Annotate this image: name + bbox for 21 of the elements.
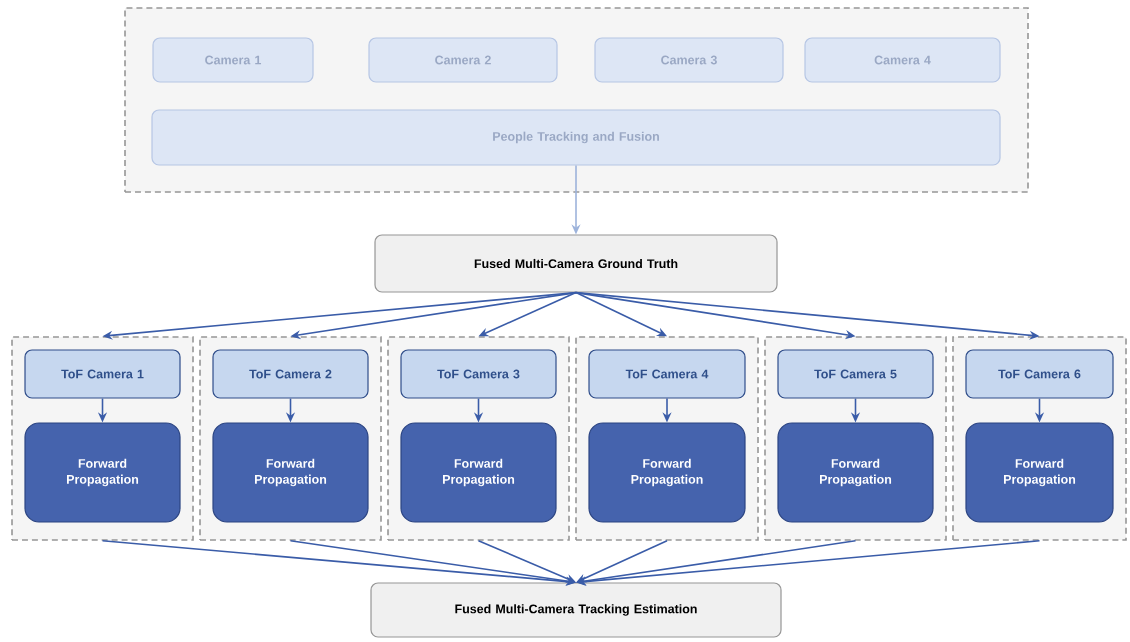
camera-box: ToF Camera 1	[24, 349, 181, 399]
process-box: Forward Propagation	[400, 422, 557, 523]
process-box: Forward Propagation	[212, 422, 369, 523]
camera-box: ToF Camera 6	[965, 349, 1114, 399]
process-box: Camera 2	[368, 37, 558, 83]
camera-box: ToF Camera 4	[588, 349, 746, 399]
process-box: Forward Propagation	[777, 422, 934, 523]
camera-box: ToF Camera 5	[777, 349, 934, 399]
camera-box: ToF Camera 2	[212, 349, 369, 399]
process-box: Forward Propagation	[24, 422, 181, 523]
arrow	[576, 540, 668, 583]
process-box: Camera 1	[152, 37, 314, 83]
process-box: Fused Multi-Camera Ground Truth	[374, 234, 778, 293]
arrow	[575, 291, 667, 337]
process-box: Camera 4	[804, 37, 1001, 83]
process-box: Fused Multi-Camera Tracking Estimation	[370, 582, 782, 638]
process-box: Camera 3	[594, 37, 784, 83]
process-box: Forward Propagation	[588, 422, 746, 523]
process-box: Forward Propagation	[965, 422, 1114, 523]
process-box: People Tracking and Fusion	[151, 109, 1001, 166]
camera-box: ToF Camera 3	[400, 349, 557, 399]
